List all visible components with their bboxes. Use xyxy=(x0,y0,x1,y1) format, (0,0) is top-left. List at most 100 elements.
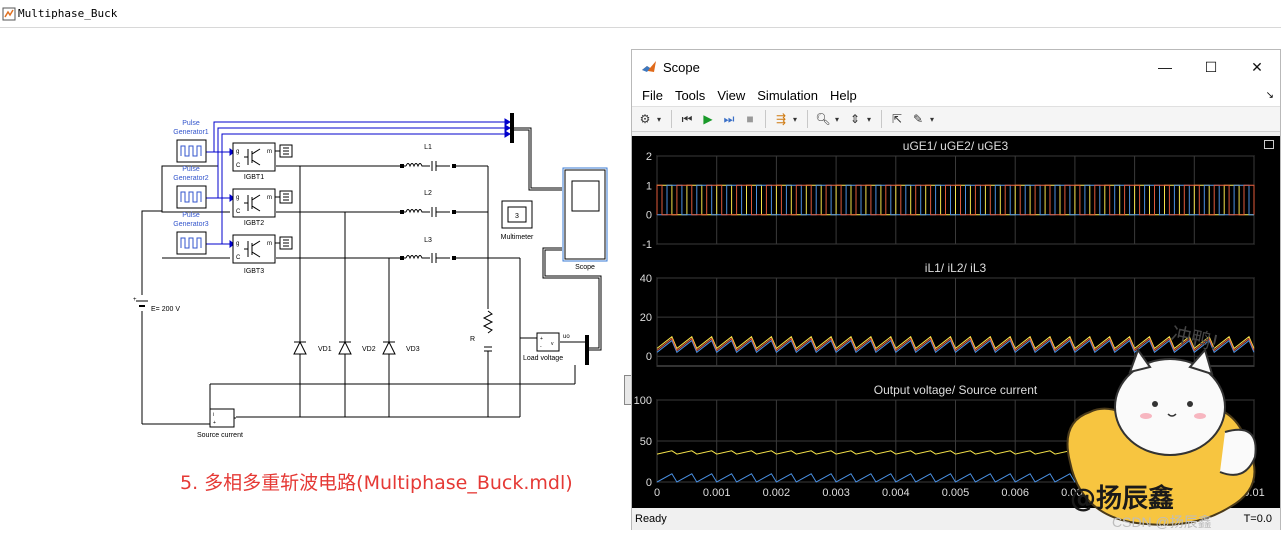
scope-titlebar[interactable]: Scope — ☐ ✕ xyxy=(632,50,1280,84)
igbt-1-pin-c: C xyxy=(236,163,241,169)
highlight-block-icon[interactable]: ⇱ xyxy=(891,112,903,126)
multimeter[interactable]: 3 Multimeter xyxy=(501,200,534,241)
mux-block-bottom[interactable] xyxy=(585,335,589,365)
load-voltage-measurement[interactable]: + - v Load voltage uo xyxy=(520,332,570,362)
y-tick-label: 20 xyxy=(640,312,652,324)
signal-dropdown-icon[interactable]: ▾ xyxy=(793,114,798,124)
series-line-2 xyxy=(656,184,1255,216)
multimeter-value: 3 xyxy=(515,213,519,220)
svg-text:冲鸭!: 冲鸭! xyxy=(1169,321,1221,354)
menu-view[interactable]: View xyxy=(717,87,746,103)
scale-axes-icon[interactable]: ⇕ xyxy=(849,112,861,126)
igbt-3[interactable]: g C m IGBT3 xyxy=(232,234,293,275)
y-tick-label: 2 xyxy=(646,151,652,163)
toolbar-separator xyxy=(881,110,882,128)
diode-vd3[interactable]: VD3 xyxy=(382,340,420,355)
step-forward-icon[interactable]: ⏭ xyxy=(723,111,735,126)
source-current-measurement[interactable]: i + Source current xyxy=(197,408,243,439)
source-current-label: Source current xyxy=(197,432,243,439)
run-icon[interactable]: ▶ xyxy=(703,112,713,126)
toolbar-separator xyxy=(807,110,808,128)
zoom-dropdown-icon[interactable]: ▾ xyxy=(835,114,840,124)
settings-dropdown-icon[interactable]: ▾ xyxy=(657,114,662,124)
status-text: Ready xyxy=(635,513,667,525)
pulse-generator-1[interactable]: Pulse Generator1 xyxy=(173,120,209,163)
menu-file[interactable]: File xyxy=(642,87,663,103)
dc-source[interactable]: + E= 200 V xyxy=(133,295,180,313)
igbt-2-pin-m: m xyxy=(267,195,272,201)
igbt-1-pin-g: g xyxy=(236,149,239,155)
stop-icon[interactable]: ■ xyxy=(746,112,754,126)
watermark-text: @扬辰鑫 xyxy=(1070,484,1175,514)
scope-toolbar: ⚙ ▾ ⏮ ▶ ⏭ ■ ⇶ ▾ 🔍︎ ▾ ⇕ ▾ ⇱ ✎ ▾ xyxy=(632,106,1280,132)
series-line-0 xyxy=(656,335,1255,350)
load-r-label: R xyxy=(470,336,475,343)
igbt-3-pin-g: g xyxy=(236,241,239,247)
series-line-2 xyxy=(656,337,1255,352)
pulse-generator-2-label-a: Pulse xyxy=(182,166,200,173)
y-tick-label: 0 xyxy=(646,210,652,222)
x-tick-label: 0.002 xyxy=(763,487,791,499)
series-line-0 xyxy=(656,184,1254,216)
load-voltage-minus: - xyxy=(540,344,542,350)
pulse-generator-3-label-a: Pulse xyxy=(182,212,200,219)
y-tick-label: 1 xyxy=(646,180,652,192)
source-current-i: i xyxy=(213,412,214,418)
menu-help[interactable]: Help xyxy=(829,87,857,103)
mux-and-bus xyxy=(510,113,602,365)
menu-simulation[interactable]: Simulation xyxy=(757,87,818,103)
x-tick-label: 0.004 xyxy=(882,487,910,499)
pulse-generator-2[interactable]: Pulse Generator2 xyxy=(173,166,209,209)
dc-source-label: E= 200 V xyxy=(151,306,180,313)
igbt-2-pin-g: g xyxy=(236,195,239,201)
matlab-icon xyxy=(642,61,656,72)
igbt-1-pin-m: m xyxy=(267,149,272,155)
minimize-button[interactable]: — xyxy=(1158,58,1172,75)
igbt-2[interactable]: g C m IGBT2 xyxy=(232,188,293,227)
pulse-generator-2-label-b: Generator2 xyxy=(173,175,209,182)
scope-block[interactable]: Scope xyxy=(562,167,608,271)
cat-sticker-image: 冲鸭! xyxy=(1066,321,1257,526)
igbt-3-label: IGBT3 xyxy=(244,268,264,275)
close-button[interactable]: ✕ xyxy=(1251,58,1263,75)
wires xyxy=(141,165,576,425)
settings-gear-icon[interactable]: ⚙ xyxy=(639,112,651,126)
mux-block-top[interactable] xyxy=(510,113,514,143)
igbt-1-label: IGBT1 xyxy=(244,174,264,181)
undock-icon[interactable] xyxy=(1264,140,1274,149)
step-back-icon[interactable]: ⏮ xyxy=(681,111,693,126)
load-rc[interactable]: R xyxy=(470,309,494,369)
scope-menubar: File Tools View Simulation Help ↘ xyxy=(632,84,1280,106)
pulse-generator-3[interactable]: Pulse Generator3 xyxy=(173,212,209,255)
signal-selector-icon[interactable]: ⇶ xyxy=(775,112,787,126)
inductor-l3-label: L3 xyxy=(424,237,432,244)
dock-arrow-icon[interactable]: ↘ xyxy=(1265,89,1274,101)
diode-vd1[interactable]: VD1 xyxy=(293,340,332,355)
figure-caption: 5. 多相多重斩波电路(Multiphase_Buck.mdl) xyxy=(180,472,573,494)
scale-dropdown-icon[interactable]: ▾ xyxy=(867,114,872,124)
inductor-l1[interactable]: L1 xyxy=(400,144,456,171)
maximize-button[interactable]: ☐ xyxy=(1204,58,1218,75)
axes-title: Output voltage/ Source current xyxy=(874,383,1038,397)
zoom-icon[interactable]: 🔍︎ xyxy=(815,112,831,126)
scope-window-title: Scope xyxy=(663,59,700,75)
measurements-dropdown-icon[interactable]: ▾ xyxy=(930,114,935,124)
source-current-plus: + xyxy=(213,420,216,426)
diode-vd1-label: VD1 xyxy=(318,346,332,353)
inductor-l2[interactable]: L2 xyxy=(400,190,456,217)
inductor-l3[interactable]: L3 xyxy=(400,237,456,263)
x-tick-label: 0.006 xyxy=(1001,487,1029,499)
x-tick-label: 0.005 xyxy=(942,487,970,499)
measurements-icon[interactable]: ✎ xyxy=(912,112,924,126)
toolbar-separator xyxy=(671,110,672,128)
igbt-1[interactable]: g C m IGBT1 xyxy=(232,142,293,181)
axes-title: uGE1/ uGE2/ uGE3 xyxy=(903,139,1009,153)
series-line-1 xyxy=(656,339,1255,354)
circuit-diagram[interactable]: Pulse Generator1 Pulse Generator2 Pulse … xyxy=(0,29,630,538)
menu-tools[interactable]: Tools xyxy=(674,87,706,103)
x-tick-label: 0 xyxy=(654,487,660,499)
diode-vd2[interactable]: VD2 xyxy=(338,340,376,355)
load-voltage-label: Load voltage xyxy=(523,355,563,362)
